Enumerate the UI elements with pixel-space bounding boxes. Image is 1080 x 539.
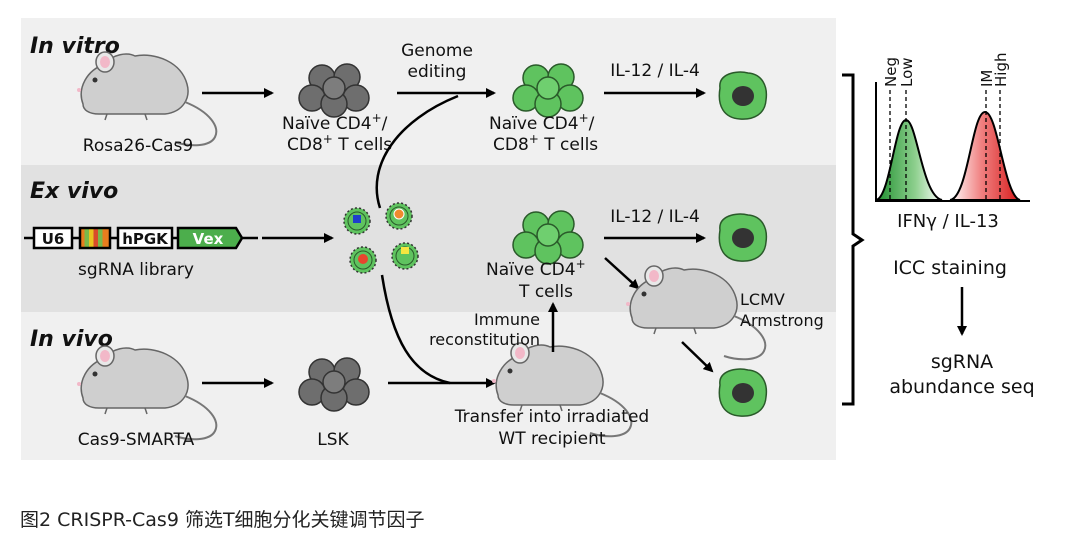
readout-bracket [842,73,865,406]
genome-editing-line1: Genome [401,41,473,61]
u6-label: U6 [42,230,65,248]
transfer-line1: Transfer into irradiated [454,407,649,427]
low-peak [875,118,943,201]
im-label: IM [978,70,996,87]
low-label: Low [898,57,916,87]
vector-construct: U6 hPGK Vex [24,226,258,250]
transfer-line2: WT recipient [498,429,605,449]
u6-box [32,226,74,250]
sgrna-insert-box [78,226,112,250]
naive-edited-line1: Naïve CD4+/ [489,111,595,134]
lcmv-line2: Armstrong [740,311,824,330]
arrow-mouse-to-cell [681,341,714,373]
virus-icon [391,242,419,270]
sgrna-seq-line1: sgRNA [931,351,993,373]
immune-line2: reconstitution [429,330,540,349]
hpgk-label: hPGK [122,230,169,248]
cas9-smarta-label: Cas9-SMARTA [78,430,195,450]
naive-cells-top-line1: Naïve CD4+/ [282,111,388,134]
il12-il4-top-label: IL-12 / IL-4 [610,61,700,81]
genome-editing-line2: editing [408,62,467,82]
figure-caption: 图2 CRISPR-Cas9 筛选T细胞分化关键调节因子 [20,509,425,531]
sgrna-library-label: sgRNA library [78,260,194,280]
arrow-cells-to-lcmv-mouse [604,257,640,290]
sgrna-seq-line2: abundance seq [889,376,1034,398]
naive-edited-line2: CD8+ T cells [493,132,598,155]
hpgk-box [116,226,174,250]
histogram-plot: Neg Low IM High [875,53,1030,202]
il12-il4-mid-label: IL-12 / IL-4 [610,207,700,227]
naive-cd4-mid-line2: T cells [518,282,573,302]
rosa26-cas9-label: Rosa26-Cas9 [83,136,193,156]
high-label: High [992,53,1010,87]
vex-box [176,226,244,250]
neg-label: Neg [882,57,900,87]
naive-cells-top-line2: CD8+ T cells [287,132,392,155]
high-peak [949,110,1021,201]
vex-label: Vex [193,230,224,248]
differentiated-cell-invivo-icon [718,368,768,417]
immune-line1: Immune [474,310,540,329]
curve-top-connector [375,94,459,209]
differentiated-cell-top-icon [718,71,768,120]
lcmv-line1: LCMV [740,290,785,309]
naive-cd4-mid-line1: Naïve CD4+ [486,257,586,280]
lsk-label: LSK [317,430,349,450]
ifng-il13-label: IFNγ / IL-13 [897,211,999,232]
transduced-virus-group [343,202,419,274]
differentiated-cell-mid-icon [718,213,768,262]
icc-staining-label: ICC staining [893,257,1007,279]
ex-vivo-title: Ex vivo [30,179,118,204]
curve-bottom-connector [380,274,451,385]
